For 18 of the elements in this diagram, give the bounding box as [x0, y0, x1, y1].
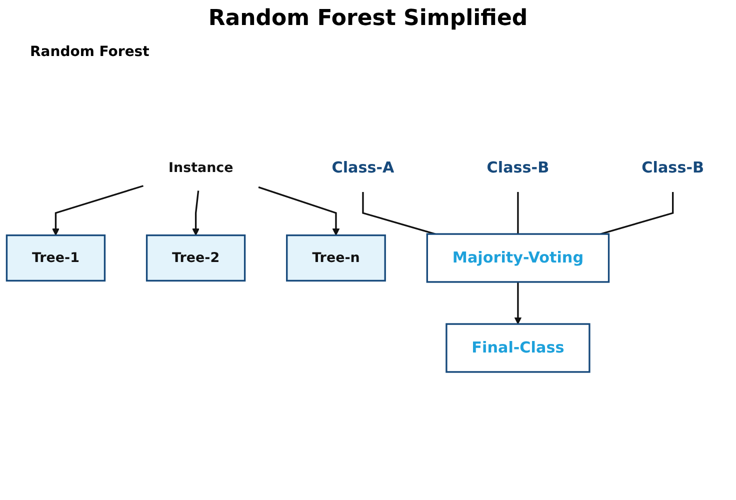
arrow [192, 190, 200, 236]
node-text: Class-B [642, 159, 704, 177]
diagram-label: Random Forest [30, 44, 150, 60]
node-text: Class-A [332, 159, 394, 177]
connector [362, 192, 436, 235]
node-box: Majority-Voting [426, 233, 610, 283]
diagram-title: Random Forest Simplified [207, 6, 529, 31]
connector [600, 192, 674, 235]
node-box: Tree-1 [6, 234, 106, 282]
arrow [514, 282, 522, 324]
node-box: Tree-2 [146, 234, 246, 282]
node-text: Class-B [486, 159, 550, 177]
arrow [52, 185, 144, 236]
connector [517, 192, 519, 234]
node-box: Tree-n [286, 234, 386, 282]
arrow [258, 186, 340, 236]
node-text: Instance [168, 160, 234, 176]
node-box: Final-Class [446, 323, 590, 373]
